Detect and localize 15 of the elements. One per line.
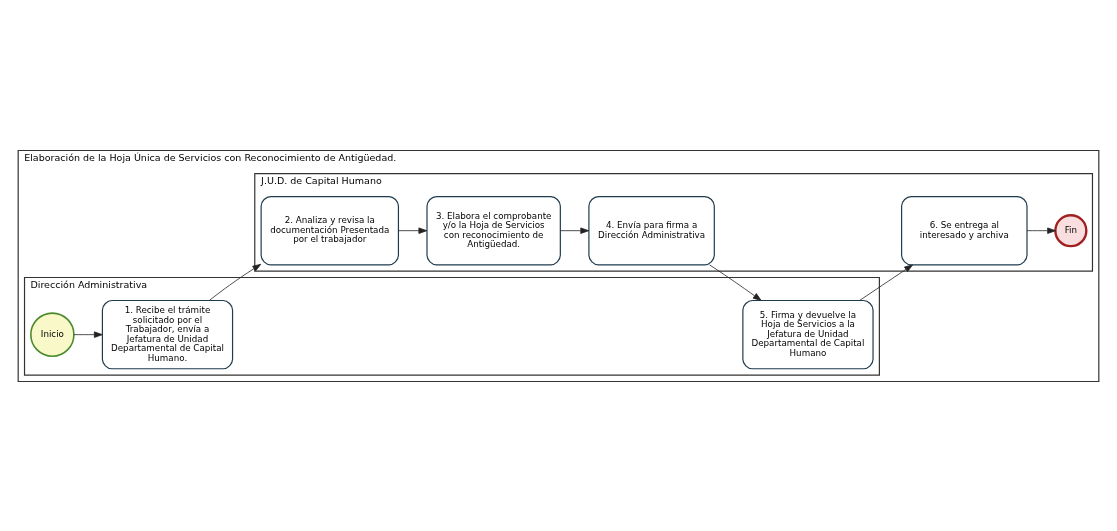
node-box: 1. Recibe el trámite solicitado por el Trabajador, envía a Jefatura de Unidad Departamental de Capital Humano.	[101, 299, 234, 369]
arrow	[208, 263, 262, 301]
arrow	[73, 330, 103, 338]
node-box: 4. Envía para firma a Dirección Administrativa	[588, 195, 715, 265]
node-circle: Inicio	[30, 311, 75, 357]
node-circle: Fin	[1054, 213, 1088, 247]
node-box: 2. Analiza y revisa la documentación Presentada por el trabajador	[260, 195, 400, 265]
node-box: 3. Elabora el comprobante y/o la Hoja de Servicios con reconocimiento de Antigüedad.	[426, 195, 561, 265]
arrow	[859, 264, 913, 301]
arrow	[560, 227, 590, 234]
arrow	[1026, 227, 1056, 234]
arrow	[398, 227, 428, 234]
node-box: 6. Se entrega al interesado y archiva	[901, 195, 1028, 265]
arrow	[709, 263, 762, 301]
node-box: 5. Firma y devuelve la Hoja de Servicios a la Jefatura de Unidad Departamental de Capital Humano	[742, 299, 874, 369]
